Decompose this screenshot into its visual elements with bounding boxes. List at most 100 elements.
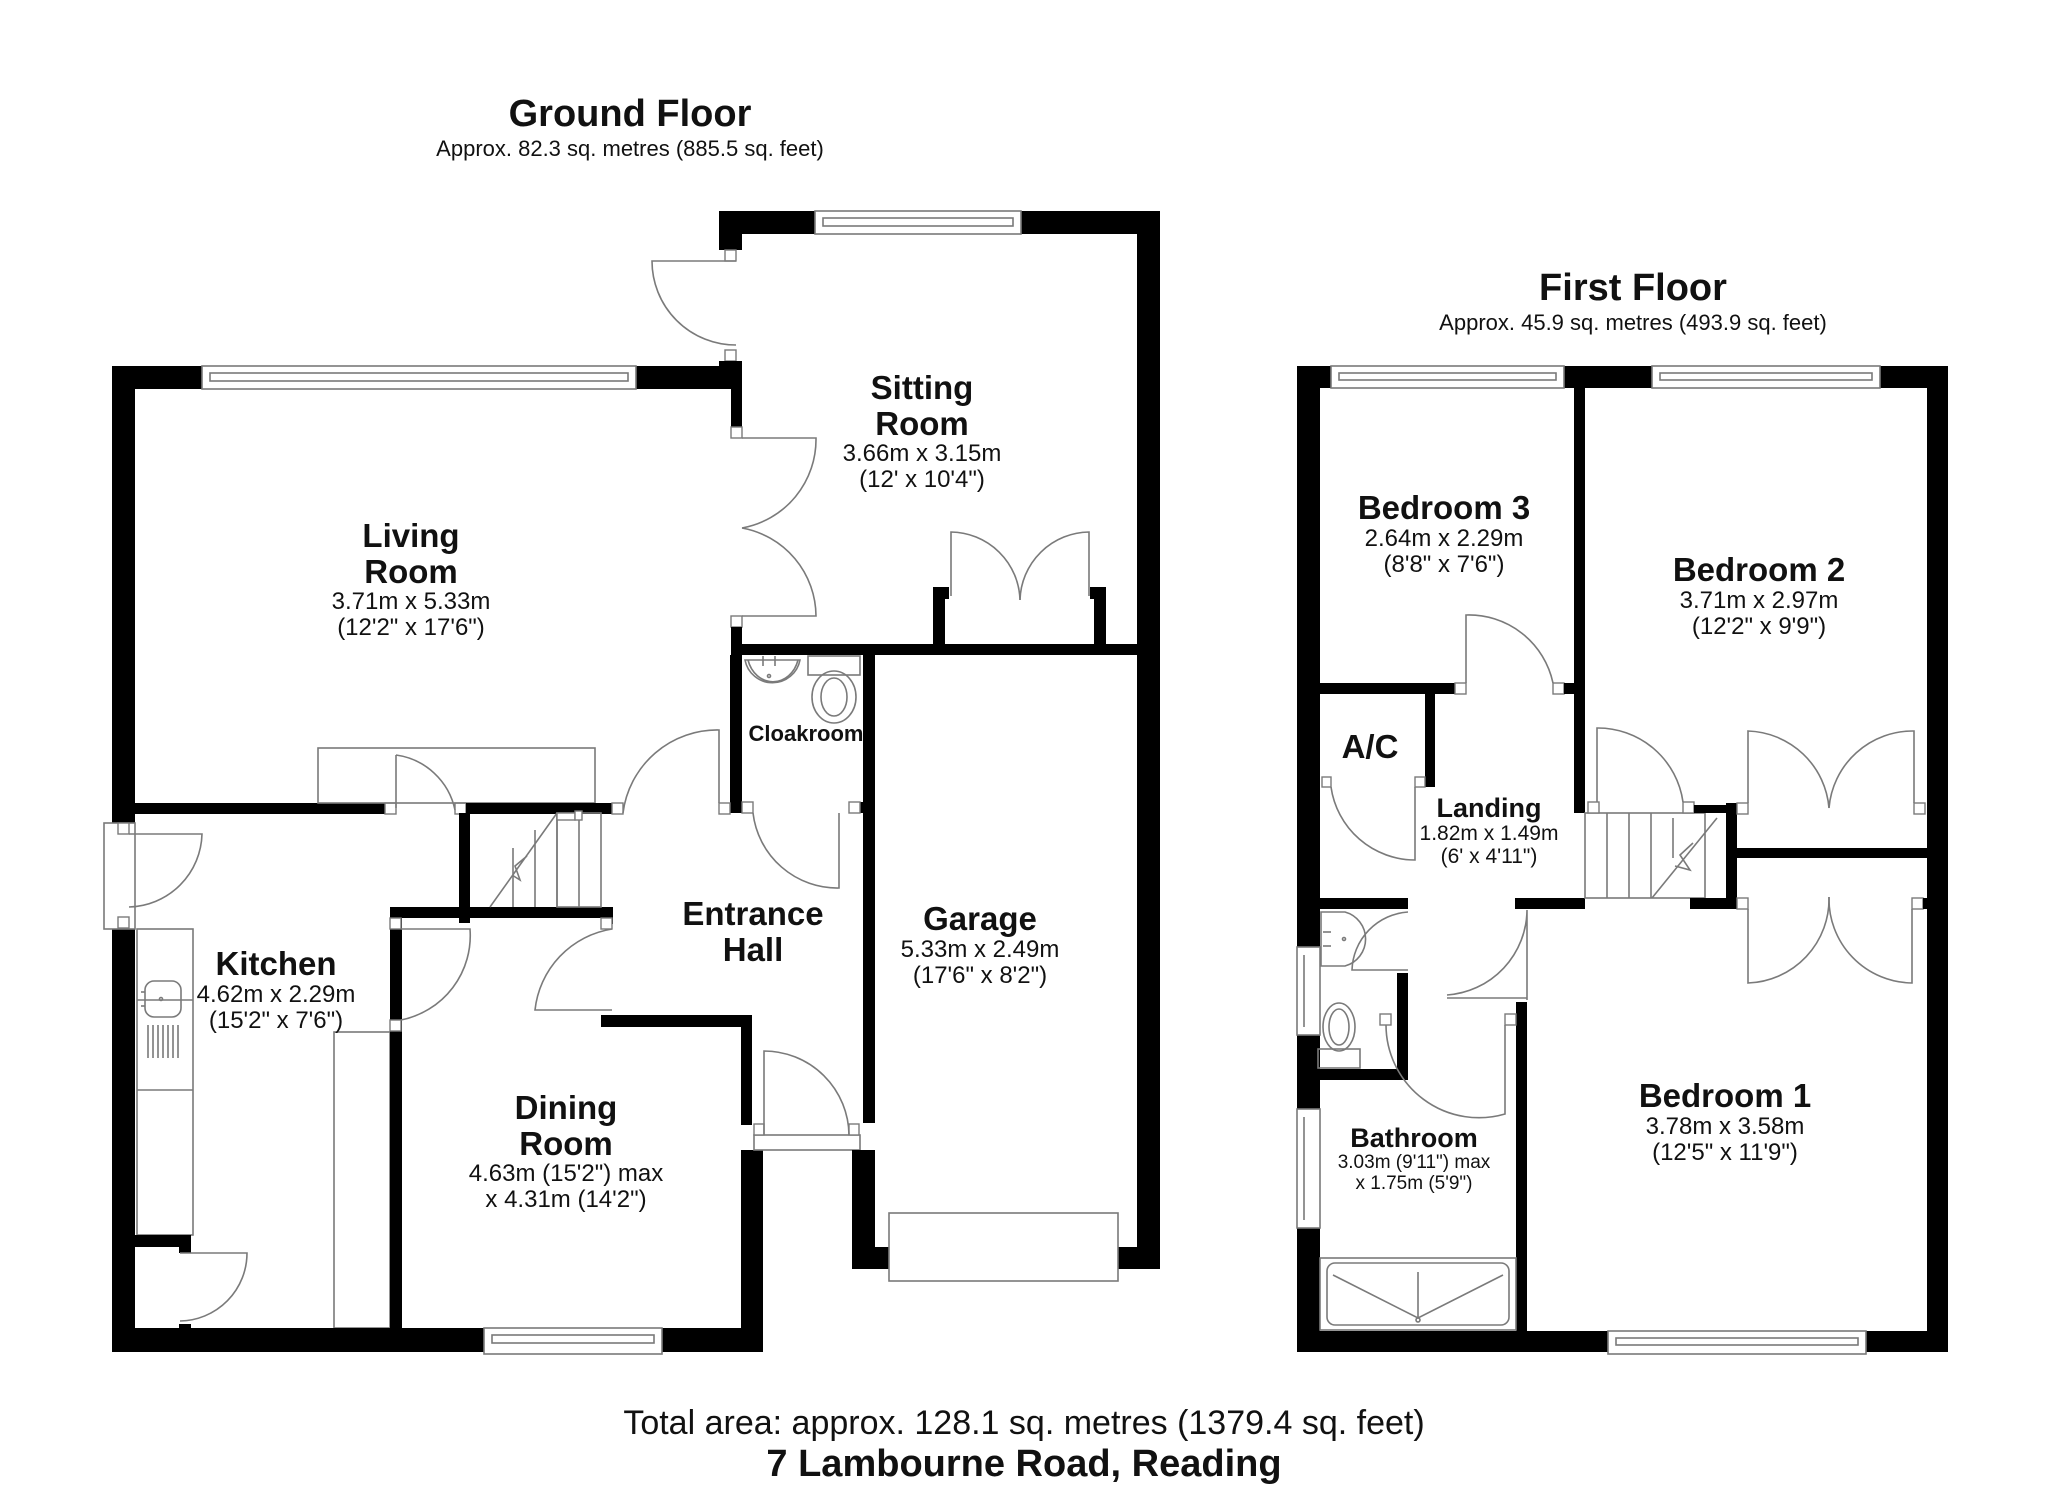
garage-west-wall-upper: [863, 813, 875, 1123]
ac-door-swing[interactable]: [1330, 786, 1416, 861]
bedroom-2-window: [1651, 365, 1881, 389]
room-dim-metric: 3.66m x 3.15m: [842, 440, 1002, 468]
dining-north-wall: [601, 1015, 752, 1027]
french-door-swing-upper[interactable]: [741, 437, 817, 529]
bed3-south-wall: [1320, 683, 1455, 694]
kitchen-side-door-swing[interactable]: [128, 833, 203, 908]
bedroom-3-window: [1330, 365, 1565, 389]
kitchen-worktop: [136, 928, 194, 1236]
cupboard-door-left[interactable]: [950, 531, 1021, 601]
room-name: Entrance: [682, 895, 824, 932]
garage-south-wall-right: [1118, 1247, 1160, 1269]
dining-room-window: [483, 1327, 663, 1355]
living-kitchen-door-swing[interactable]: [395, 754, 456, 811]
kitchen-dining-door-swing[interactable]: [400, 928, 472, 1021]
french-door-swing-lower[interactable]: [741, 527, 817, 617]
garage-west-wall: [852, 1150, 875, 1269]
front-door-swing[interactable]: [763, 1050, 850, 1136]
door-jamb: [730, 615, 743, 628]
bathroom-toilet-icon: [1317, 1002, 1361, 1069]
room-name: Hall: [722, 930, 784, 968]
room-dim-imperial: (12'2" x 9'9"): [1691, 612, 1827, 640]
room-label-bathroom[interactable]: Bathroom 3.03m (9'11") max x 1.75m (5'9"…: [1337, 1123, 1491, 1194]
room-label-dining-room[interactable]: Dining Room 4.63m (15'2") max x 4.31m (1…: [469, 1090, 664, 1213]
room-dim-imperial: (17'6" x 8'2"): [912, 961, 1048, 989]
ground-floor-header: Ground Floor Approx. 82.3 sq. metres (88…: [436, 93, 824, 162]
bedroom-3-door-swing[interactable]: [1465, 614, 1554, 684]
wc-south-wall: [1320, 1069, 1408, 1080]
bath-bed1-wall: [1516, 1002, 1527, 1352]
room-label-sitting-room[interactable]: Sitting Room 3.66m x 3.15m (12' x 10'4"): [843, 370, 1002, 493]
ff-staircase[interactable]: [1584, 801, 1718, 899]
room-dim-line1: 4.63m (15'2") max: [468, 1160, 664, 1188]
shower-tray-icon[interactable]: [1319, 1257, 1517, 1331]
front-door-threshold: [753, 1134, 861, 1151]
room-label-bedroom-2[interactable]: Bedroom 2 3.71m x 2.97m (12'2" x 9'9"): [1673, 552, 1845, 639]
room-label-entrance-hall[interactable]: Entrance Hall: [682, 896, 823, 967]
room-dim-imperial: (12'5" x 11'9"): [1652, 1138, 1798, 1166]
room-label-cloakroom[interactable]: Cloakroom: [749, 722, 864, 746]
bathroom-window: [1296, 1108, 1321, 1229]
cloakroom-door-swing[interactable]: [752, 812, 840, 889]
room-label-bedroom-1[interactable]: Bedroom 1 3.78m x 3.58m (12'5" x 11'9"): [1639, 1078, 1811, 1165]
staircase[interactable]: [489, 810, 602, 908]
room-label-garage[interactable]: Garage 5.33m x 2.49m (17'6" x 8'2"): [901, 901, 1060, 988]
bed3-south-wall-stub: [1564, 683, 1576, 694]
first-floor-area: Approx. 45.9 sq. metres (493.9 sq. feet): [1439, 309, 1827, 335]
bed2-wardrobe-door-left[interactable]: [1747, 730, 1830, 809]
wc-door-swing[interactable]: [1351, 911, 1409, 971]
cupboard-door-right[interactable]: [1019, 531, 1090, 601]
room-label-bedroom-3[interactable]: Bedroom 3 2.64m x 2.29m (8'8" x 7'6"): [1358, 490, 1530, 577]
room-dim-metric: 5.33m x 2.49m: [900, 935, 1060, 963]
door-jamb: [1913, 802, 1926, 815]
door-jamb: [1736, 897, 1749, 910]
ff-north-wall-a: [1297, 366, 1331, 388]
ff-south-wall-left: [1297, 1331, 1608, 1352]
room-label-kitchen[interactable]: Kitchen 4.62m x 2.29m (15'2" x 7'6"): [197, 946, 356, 1033]
bed2-wardrobe-door-right[interactable]: [1828, 730, 1915, 809]
garden-door-swing[interactable]: [651, 260, 737, 346]
room-name: Cloakroom: [748, 721, 864, 746]
door-jamb: [611, 802, 624, 815]
stair-west-wall: [459, 813, 470, 923]
door-jamb: [1552, 682, 1565, 695]
dining-east-wall: [741, 1150, 763, 1352]
living-north-wall-left: [112, 366, 202, 389]
door-jamb: [1414, 776, 1426, 788]
room-dim-line1: 3.03m (9'11") max: [1337, 1152, 1491, 1174]
cupboard-wall-right-top: [1090, 587, 1106, 599]
ff-south-wall-right: [1866, 1331, 1948, 1352]
room-name: Landing: [1436, 793, 1542, 823]
room-dim-metric: 3.78m x 3.58m: [1645, 1112, 1805, 1140]
room-label-living-room[interactable]: Living Room 3.71m x 5.33m (12'2" x 17'6"…: [332, 518, 491, 641]
pantry-door-swing[interactable]: [179, 1252, 248, 1322]
room-dim-metric: 3.71m x 2.97m: [1679, 586, 1839, 614]
door-jamb: [1923, 898, 1927, 909]
room-label-landing[interactable]: Landing 1.82m x 1.49m (6' x 4'11"): [1419, 793, 1559, 869]
cloakroom-door-jamb: [860, 802, 875, 813]
bedroom-2-door-swing[interactable]: [1596, 727, 1684, 803]
wc-east-wall: [1397, 973, 1408, 1080]
sitting-room-window: [814, 210, 1022, 235]
bedroom-1-window: [1607, 1330, 1867, 1355]
sitting-south-wall: [731, 644, 1160, 655]
room-name: Sitting: [870, 369, 974, 406]
hall-dining-door-swing[interactable]: [534, 928, 613, 1011]
room-dim-line2: x 1.75m (5'9"): [1355, 1172, 1473, 1194]
hall-living-door-swing[interactable]: [622, 729, 720, 814]
bed1-wardrobe-door-left[interactable]: [1747, 896, 1830, 984]
room-name: Bathroom: [1350, 1123, 1478, 1153]
room-label-airing-cupboard[interactable]: A/C: [1342, 729, 1399, 765]
room-name: Kitchen: [215, 945, 337, 982]
bathroom-door-swing[interactable]: [1385, 1024, 1506, 1119]
property-address: 7 Lambourne Road, Reading: [766, 1443, 1282, 1485]
room-dim-metric: 1.82m x 1.49m: [1419, 822, 1559, 846]
bed1-wardrobe-door-right[interactable]: [1828, 896, 1913, 984]
garage-door[interactable]: [888, 1212, 1119, 1282]
bedroom-1-door-swing[interactable]: [1446, 909, 1528, 1000]
kitchen-sink-icon: [141, 980, 182, 1058]
door-jamb: [718, 802, 731, 815]
door-jamb: [730, 426, 743, 439]
door-jamb: [389, 917, 402, 930]
living-south-wall-mid: [466, 803, 612, 814]
